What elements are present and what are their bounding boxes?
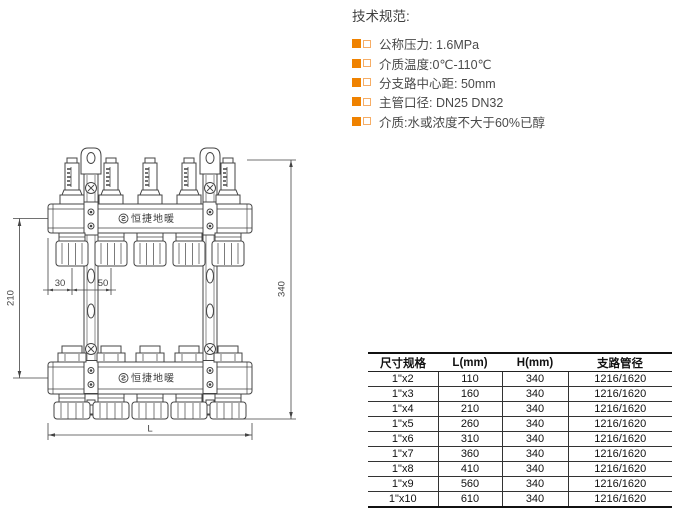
cell-L: 260: [437, 416, 502, 432]
col-header-H: H(mm): [502, 353, 568, 372]
cell-H: 340: [501, 386, 568, 402]
brand-text: 恒捷地暖: [131, 372, 175, 385]
branch-connectors-bottom: [53, 393, 247, 420]
dimension-label-30: 30: [55, 278, 66, 289]
cell-H: 340: [501, 461, 568, 477]
cell-size: 1"x3: [368, 386, 438, 402]
cell-branch: 1216/1620: [567, 476, 672, 492]
spec-text: 分支路中心距: 50mm: [379, 76, 496, 91]
cell-branch: 1216/1620: [567, 431, 672, 447]
bullet-outline-icon: [363, 97, 371, 106]
cell-H: 340: [501, 401, 568, 417]
cell-H: 340: [501, 416, 568, 432]
cell-branch: 1216/1620: [567, 371, 672, 387]
cell-L: 160: [437, 386, 502, 402]
spec-text: 介质:水或浓度不大于60%已醇: [379, 115, 545, 130]
spec-item: 分支路中心距: 50mm: [352, 73, 672, 92]
cell-branch: 1216/1620: [567, 416, 672, 432]
brand-text: 恒捷地暖: [131, 212, 175, 225]
bullet-outline-icon: [363, 78, 371, 87]
clamp-plate: [83, 360, 99, 394]
cell-size: 1"x10: [388, 493, 417, 505]
cell-size: 1"x2: [368, 371, 438, 387]
dimension-lines: [13, 159, 296, 440]
table-row: 1"x6 310 340 1216/1620: [368, 431, 672, 447]
screw-icon: [204, 343, 216, 355]
cell-H: 340: [501, 446, 568, 462]
cell-L: 410: [437, 461, 502, 477]
cell-branch: 1216/1620: [567, 446, 672, 462]
cell-size: 1"x9: [368, 476, 438, 492]
clamp-plate: [202, 360, 218, 394]
branch-connectors-top: [55, 232, 245, 267]
table-row: 1"x4 210 340 1216/1620: [368, 401, 672, 417]
table-header-row: 尺寸规格 L(mm) H(mm) 支路管径: [368, 353, 672, 372]
cell-L: 360: [437, 446, 502, 462]
cell-size: 1"x7: [368, 446, 438, 462]
cell-size: 1"x4: [368, 401, 438, 417]
bullet-filled-icon: [352, 58, 361, 68]
cell-size: 1"x5: [368, 416, 438, 432]
cell-branch: 1216/1620: [567, 461, 672, 477]
bullet-filled-icon: [352, 77, 361, 87]
cell-H: 340: [501, 491, 568, 507]
size-spec-table: 尺寸规格 L(mm) H(mm) 支路管径 1"x2 110 340 1216/…: [368, 352, 672, 508]
dimension-label-50: 50: [98, 278, 109, 289]
dimension-label-210: 210: [6, 290, 17, 306]
cell-L: 610: [437, 491, 502, 507]
screw-icon: [204, 182, 216, 194]
table-row: 1"x7 360 340 1216/1620: [368, 446, 672, 462]
cell-size: 1"x8: [368, 461, 438, 477]
col-header-size: 尺寸规格: [368, 353, 438, 372]
spec-item: 公称压力: 1.6MPa: [352, 34, 672, 53]
cell-branch: 1216/1620: [567, 386, 672, 402]
cell-branch: 1216/1620: [567, 401, 672, 417]
clamp-plate: [202, 201, 218, 236]
table-row: 1"x5 260 340 1216/1620: [368, 416, 672, 432]
table-row: 1"x10 610 340 1216/1620: [368, 491, 672, 507]
cell-branch: 1216/1620: [567, 491, 672, 507]
spec-item: 主管口径: DN25 DN32: [352, 92, 672, 111]
brand-logo-bottom: 恒捷地暖: [118, 372, 175, 385]
bullet-outline-icon: [363, 59, 371, 68]
bullet-filled-icon: [352, 39, 361, 49]
cell-H: 340: [501, 476, 568, 492]
col-header-L: L(mm): [438, 353, 502, 372]
col-header-branch-diameter: 支路管径: [568, 353, 672, 372]
spec-item: 介质:水或浓度不大于60%已醇: [352, 112, 672, 131]
cell-L: 310: [437, 431, 502, 447]
spec-text: 介质温度:0℃-110℃: [379, 57, 492, 72]
table-row: 1"x8 410 340 1216/1620: [368, 461, 672, 477]
table-row: 1"x3 160 340 1216/1620: [368, 386, 672, 402]
dimension-label-L: L: [147, 424, 152, 435]
cell-size: 1"x6: [368, 431, 438, 447]
dimension-label-340: 340: [277, 281, 288, 297]
tech-specs-section: 技术规范: 公称压力: 1.6MPa 介质温度:0℃-110℃ 分支路中心距: …: [352, 5, 672, 131]
spec-text: 主管口径: DN25 DN32: [379, 96, 504, 111]
specs-title: 技术规范:: [352, 9, 410, 24]
bullet-filled-icon: [352, 97, 361, 107]
bullet-filled-icon: [352, 116, 361, 126]
cell-L: 560: [437, 476, 502, 492]
cell-L: 210: [437, 401, 502, 417]
manifold-technical-drawing: 恒捷地暖 恒捷地暖 30 50 21: [6, 147, 296, 440]
table-row: 1"x2 110 340 1216/1620: [368, 371, 672, 387]
spec-item: 介质温度:0℃-110℃: [352, 53, 672, 72]
screw-icon: [85, 182, 97, 194]
cell-L: 110: [437, 371, 502, 387]
clamp-plate: [83, 201, 99, 236]
bullet-outline-icon: [363, 39, 371, 48]
spec-text: 公称压力: 1.6MPa: [379, 38, 480, 53]
table-row: 1"x9 560 340 1216/1620: [368, 476, 672, 492]
cell-H: 340: [501, 371, 568, 387]
cell-H: 340: [501, 431, 568, 447]
bullet-outline-icon: [363, 117, 371, 126]
screw-icon: [85, 343, 97, 355]
brand-logo-top: 恒捷地暖: [118, 212, 175, 225]
